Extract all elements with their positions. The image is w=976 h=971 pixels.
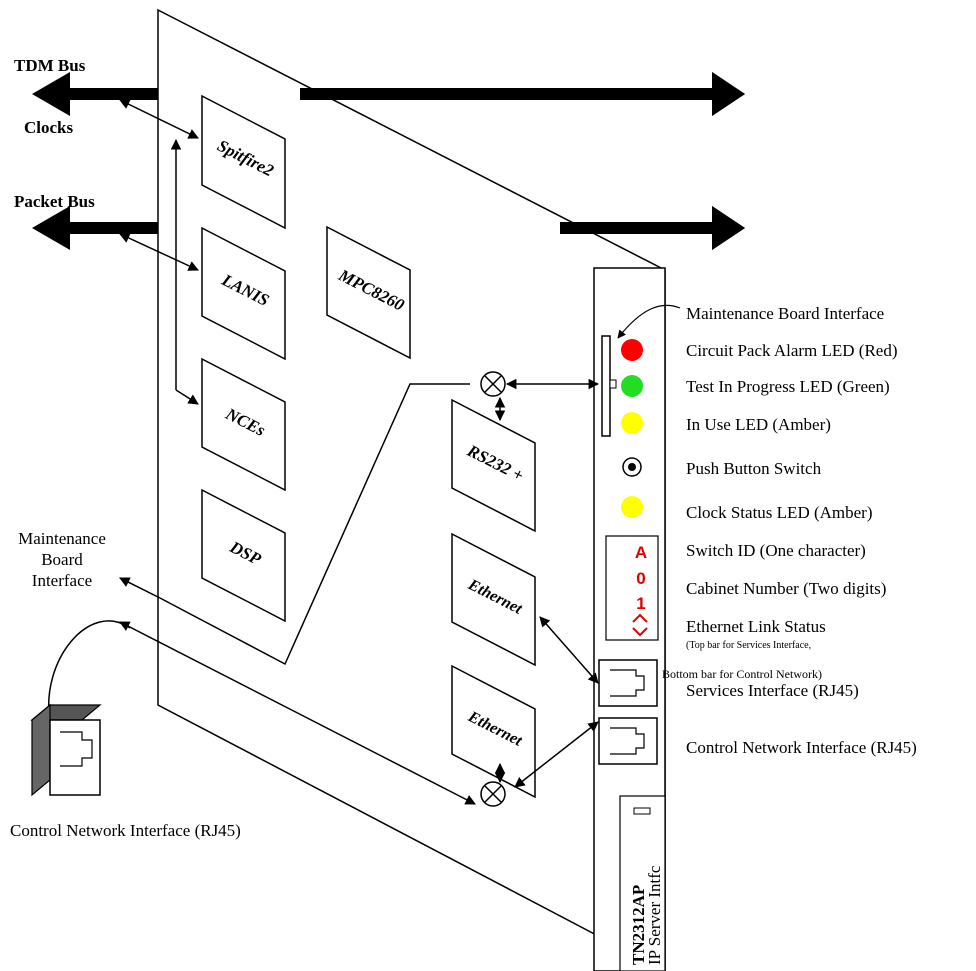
maint-board-interface-label: Maintenance Board Interface	[686, 304, 884, 323]
ethernet-link-status-note-1: (Top bar for Services Interface,	[686, 640, 811, 651]
mux-top	[480, 371, 506, 397]
chip-dsp	[201, 488, 286, 623]
cabinet-digit-2: 1	[636, 594, 645, 613]
control-network-interface-label: Control Network Interface (RJ45)	[686, 738, 917, 757]
clocks-label: Clocks	[24, 118, 74, 137]
maintenance-board-interface-slot	[601, 335, 617, 437]
chip-rs232	[451, 398, 536, 533]
alarm-led-label: Circuit Pack Alarm LED (Red)	[686, 341, 898, 360]
tdm-bus-front	[300, 72, 745, 116]
ethernet-link-status-icon	[632, 613, 648, 637]
cabinet-number-label: Cabinet Number (Two digits)	[686, 579, 886, 598]
packet-bus-front	[560, 206, 745, 250]
clock-status-led	[621, 496, 643, 518]
services-interface-label: Services Interface (RJ45)	[686, 681, 859, 700]
alarm-led	[621, 339, 643, 361]
services-rj45-jack[interactable]	[598, 659, 658, 707]
switch-id-char: A	[635, 543, 647, 562]
chip-nces	[201, 357, 286, 492]
chip-mpc8260	[326, 225, 411, 360]
control-rj45-jack[interactable]	[598, 717, 658, 765]
ethernet-link-status-note-2: Bottom bar for Control Network)	[662, 667, 822, 681]
mux-bottom	[480, 781, 506, 807]
packet-bus-label: Packet Bus	[14, 192, 95, 211]
maint-label-line2: Board	[41, 550, 83, 569]
switch-id-label: Switch ID (One character)	[686, 541, 866, 560]
chip-lanis	[201, 226, 286, 361]
push-button-label: Push Button Switch	[686, 459, 822, 478]
faceplate-label-area	[619, 795, 666, 971]
internal-connections	[48, 99, 600, 805]
maint-label-line1: Maintenance	[18, 529, 106, 548]
external-rj45-connector	[30, 703, 102, 797]
maint-label-line3: Interface	[32, 571, 92, 590]
cabinet-digit-1: 0	[636, 569, 645, 588]
left-control-network-label: Control Network Interface (RJ45)	[10, 821, 241, 840]
inuse-led-label: In Use LED (Amber)	[686, 415, 831, 434]
push-button-icon[interactable]	[622, 457, 642, 477]
test-led	[621, 375, 643, 397]
board-code: TN2312AP	[629, 885, 648, 965]
chip-spitfire2	[201, 94, 286, 230]
ethernet-link-status-label: Ethernet Link Status	[686, 617, 826, 636]
inuse-led	[621, 412, 643, 434]
maint-pointer	[617, 304, 681, 339]
display-panel	[605, 535, 659, 641]
board-name: IP Server Intfc	[645, 865, 664, 965]
tdm-bus-label: TDM Bus	[14, 56, 86, 75]
test-led-label: Test In Progress LED (Green)	[686, 377, 890, 396]
clock-led-label: Clock Status LED (Amber)	[686, 503, 873, 522]
